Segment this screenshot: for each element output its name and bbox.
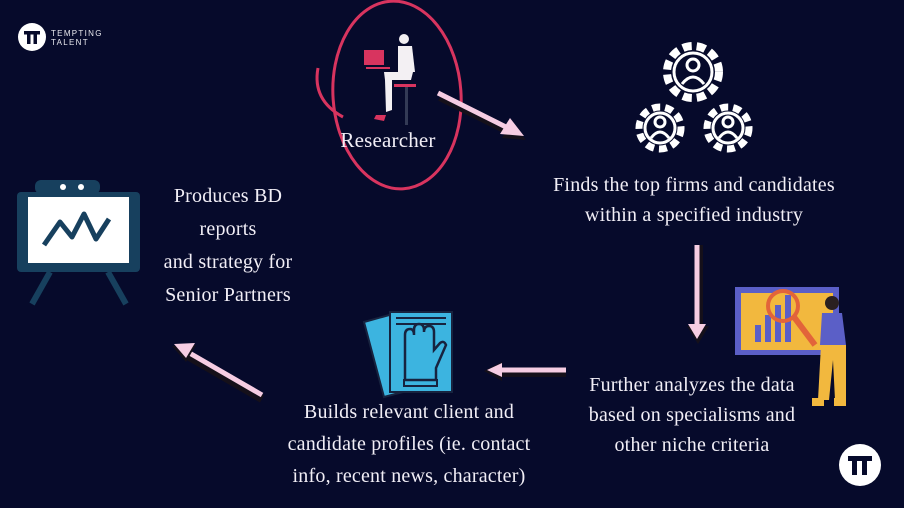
tt-logo-icon — [18, 23, 46, 51]
find-line-1: Finds the top firms and candidates — [553, 174, 835, 196]
step-profiles-text: Builds relevant client and candidate pro… — [249, 396, 569, 492]
analyze-line-3: other niche criteria — [614, 434, 770, 456]
step-find-text: Finds the top firms and candidates withi… — [514, 170, 874, 230]
researcher-circle — [315, 0, 463, 191]
arrow-to-reports — [172, 343, 265, 403]
tt-logo-icon — [839, 444, 881, 486]
brand-line-1: TEMPTING — [51, 29, 103, 38]
brand-name: TEMPTING TALENT — [51, 29, 103, 47]
researcher-illustration — [364, 34, 416, 125]
data-analyst-illustration — [735, 287, 846, 406]
arrow-to-profiles — [484, 362, 566, 381]
brand-line-2: TALENT — [51, 38, 89, 47]
analyze-line-2: based on specialisms and — [588, 404, 796, 426]
gears-people-icon — [635, 42, 753, 153]
researcher-label: Researcher — [340, 128, 436, 152]
chart-easel-icon — [17, 180, 140, 306]
reports-line-1: Produces BD — [173, 185, 283, 207]
step-analyze-text: Further analyzes the data based on speci… — [552, 370, 832, 460]
profile-documents-icon — [362, 310, 453, 399]
reports-line-3: and strategy for — [163, 251, 293, 273]
profiles-line-3: info, recent news, character) — [292, 465, 526, 487]
arrow-to-find — [436, 90, 526, 140]
brand-logo — [18, 23, 46, 51]
step-researcher-label: Researcher — [308, 125, 468, 155]
analyze-line-1: Further analyzes the data — [589, 374, 795, 396]
reports-line-4: Senior Partners — [165, 284, 291, 306]
profiles-line-1: Builds relevant client and — [303, 401, 515, 423]
reports-line-2: reports — [199, 218, 257, 240]
corner-logo — [839, 444, 881, 486]
find-line-2: within a specified industry — [584, 204, 804, 226]
step-reports-text: Produces BD reports and strategy for Sen… — [128, 180, 328, 312]
arrow-to-analyze — [687, 245, 709, 344]
profiles-line-2: candidate profiles (ie. contact — [287, 433, 531, 455]
